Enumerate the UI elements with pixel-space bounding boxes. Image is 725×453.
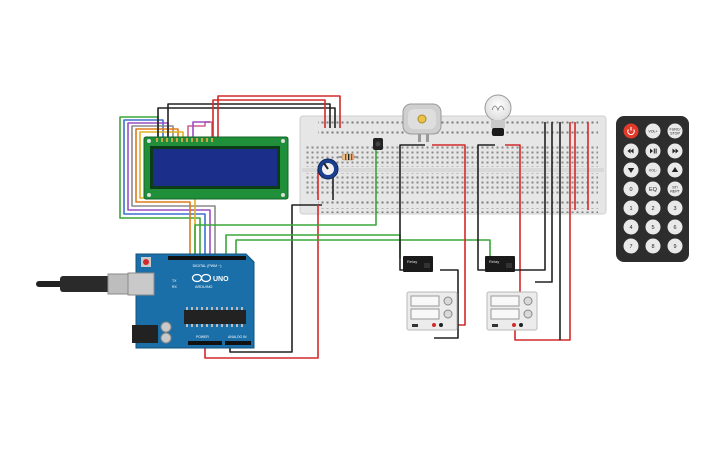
relay-1-label: Relay: [407, 259, 417, 264]
remote-button-16[interactable]: 5: [645, 219, 661, 235]
remote-button-8[interactable]: [667, 162, 683, 178]
remote-button-label: 3: [673, 206, 676, 212]
relay-1: Relay: [403, 256, 433, 272]
wire-ir-green: [194, 150, 377, 262]
remote-button-13[interactable]: 2: [645, 200, 661, 216]
remote-button-3[interactable]: [623, 143, 639, 159]
remote-button-grid: VOL+ FUNC/STOP VOL- 0 EQ ST/REPT 1 2 3 4 5 6 7 8 9: [623, 123, 683, 254]
wire-gnd-black: [229, 204, 322, 353]
power-supply-1[interactable]: [406, 291, 458, 331]
remote-button-label: VOL-: [649, 168, 658, 172]
wire-lcd-red-top: [212, 99, 326, 137]
wire-lcd-black-top2: [167, 103, 331, 137]
arduino-header-digital: DIGITAL (PWM ~): [193, 264, 222, 268]
arduino-uno: DIGITAL (PWM ~) UNO ARDUINO TX RX: [127, 253, 255, 349]
remote-button-17[interactable]: 6: [667, 219, 683, 235]
wire-lcd-orange: [135, 128, 191, 255]
remote-button-15[interactable]: 4: [623, 219, 639, 235]
remote-button-10[interactable]: EQ: [645, 181, 661, 197]
wire-rail-red: [514, 122, 571, 341]
remote-button-9[interactable]: 0: [623, 181, 639, 197]
wire-relay1-black2: [434, 269, 459, 339]
remote-button-12[interactable]: 1: [623, 200, 639, 216]
remote-button-20[interactable]: 9: [667, 238, 683, 254]
remote-button-5[interactable]: [667, 143, 683, 159]
prev-icon: [627, 148, 634, 154]
wire-lcd-yellow: [139, 131, 196, 255]
relay-2-label: Relay: [489, 259, 499, 264]
remote-button-18[interactable]: 7: [623, 238, 639, 254]
playpause-icon: [650, 148, 657, 154]
wire-lcd-gray: [131, 125, 216, 255]
wire-lcd-black-top: [157, 107, 336, 137]
dc-motor: [402, 103, 442, 142]
wire-lcd-pink: [187, 121, 213, 137]
remote-button-label: 4: [629, 225, 632, 231]
remote-button-7[interactable]: VOL-: [645, 162, 661, 178]
up-icon: [671, 167, 679, 172]
remote-button-label: EQ: [649, 187, 658, 193]
wire-relay2-black2: [515, 122, 546, 271]
remote-button-label: 8: [651, 244, 654, 250]
remote-button-14[interactable]: 3: [667, 200, 683, 216]
remote-button-label: 6: [673, 225, 676, 231]
remote-button-11[interactable]: ST/REPT: [667, 181, 683, 197]
ir-remote: VOL+ FUNC/STOP VOL- 0 EQ ST/REPT 1 2 3 4 5 6 7 8 9: [616, 116, 689, 262]
arduino-model: UNO: [213, 276, 229, 283]
remote-button-2[interactable]: FUNC/STOP: [667, 123, 683, 139]
remote-button-label: 1: [629, 206, 632, 212]
resistor: [338, 153, 358, 161]
lcd-display: [143, 136, 289, 200]
arduino-header-power: POWER: [196, 335, 209, 339]
usb-cable: [36, 273, 135, 295]
remote-button-label: 7: [629, 244, 632, 250]
remote-button-label: FUNC/: [670, 128, 681, 132]
wire-rail-black: [535, 122, 553, 283]
remote-button-label: REPT: [670, 190, 680, 194]
remote-button-4[interactable]: [645, 143, 661, 159]
led-rx-label: RX: [172, 285, 178, 289]
remote-button-1[interactable]: VOL+: [645, 123, 661, 139]
remote-button-19[interactable]: 8: [645, 238, 661, 254]
remote-button-label: 5: [651, 225, 654, 231]
wire-lcd-purple2: [192, 121, 210, 137]
remote-button-6[interactable]: [623, 162, 639, 178]
power-icon: [627, 129, 635, 136]
remote-button-label: ST/: [672, 186, 678, 190]
wire-relay2-green: [235, 239, 491, 262]
ir-receiver: [373, 138, 383, 150]
potentiometer[interactable]: [317, 158, 339, 180]
next-icon: [672, 148, 679, 154]
wire-lcd-red-top2: [217, 95, 341, 137]
light-bulb: [484, 94, 512, 136]
wire-5v-red: [204, 205, 319, 359]
remote-button-label: VOL+: [648, 129, 657, 133]
led-tx-label: TX: [172, 279, 177, 283]
wire-relay1-green: [225, 234, 401, 262]
relay-2: Relay: [485, 256, 515, 272]
arduino-brand: ARDUINO: [195, 285, 213, 289]
remote-button-0[interactable]: [623, 123, 639, 139]
arduino-header-analog: ANALOG IN: [228, 335, 247, 339]
arduino-logo: UNO ARDUINO: [191, 273, 229, 289]
power-supply-2[interactable]: [486, 291, 538, 331]
remote-button-label: STOP: [670, 132, 680, 136]
remote-button-label: 2: [651, 206, 654, 212]
wire-relay2-black: [477, 144, 495, 271]
down-icon: [627, 168, 635, 173]
remote-button-label: 0: [629, 187, 632, 193]
remote-button-label: 9: [673, 244, 676, 250]
